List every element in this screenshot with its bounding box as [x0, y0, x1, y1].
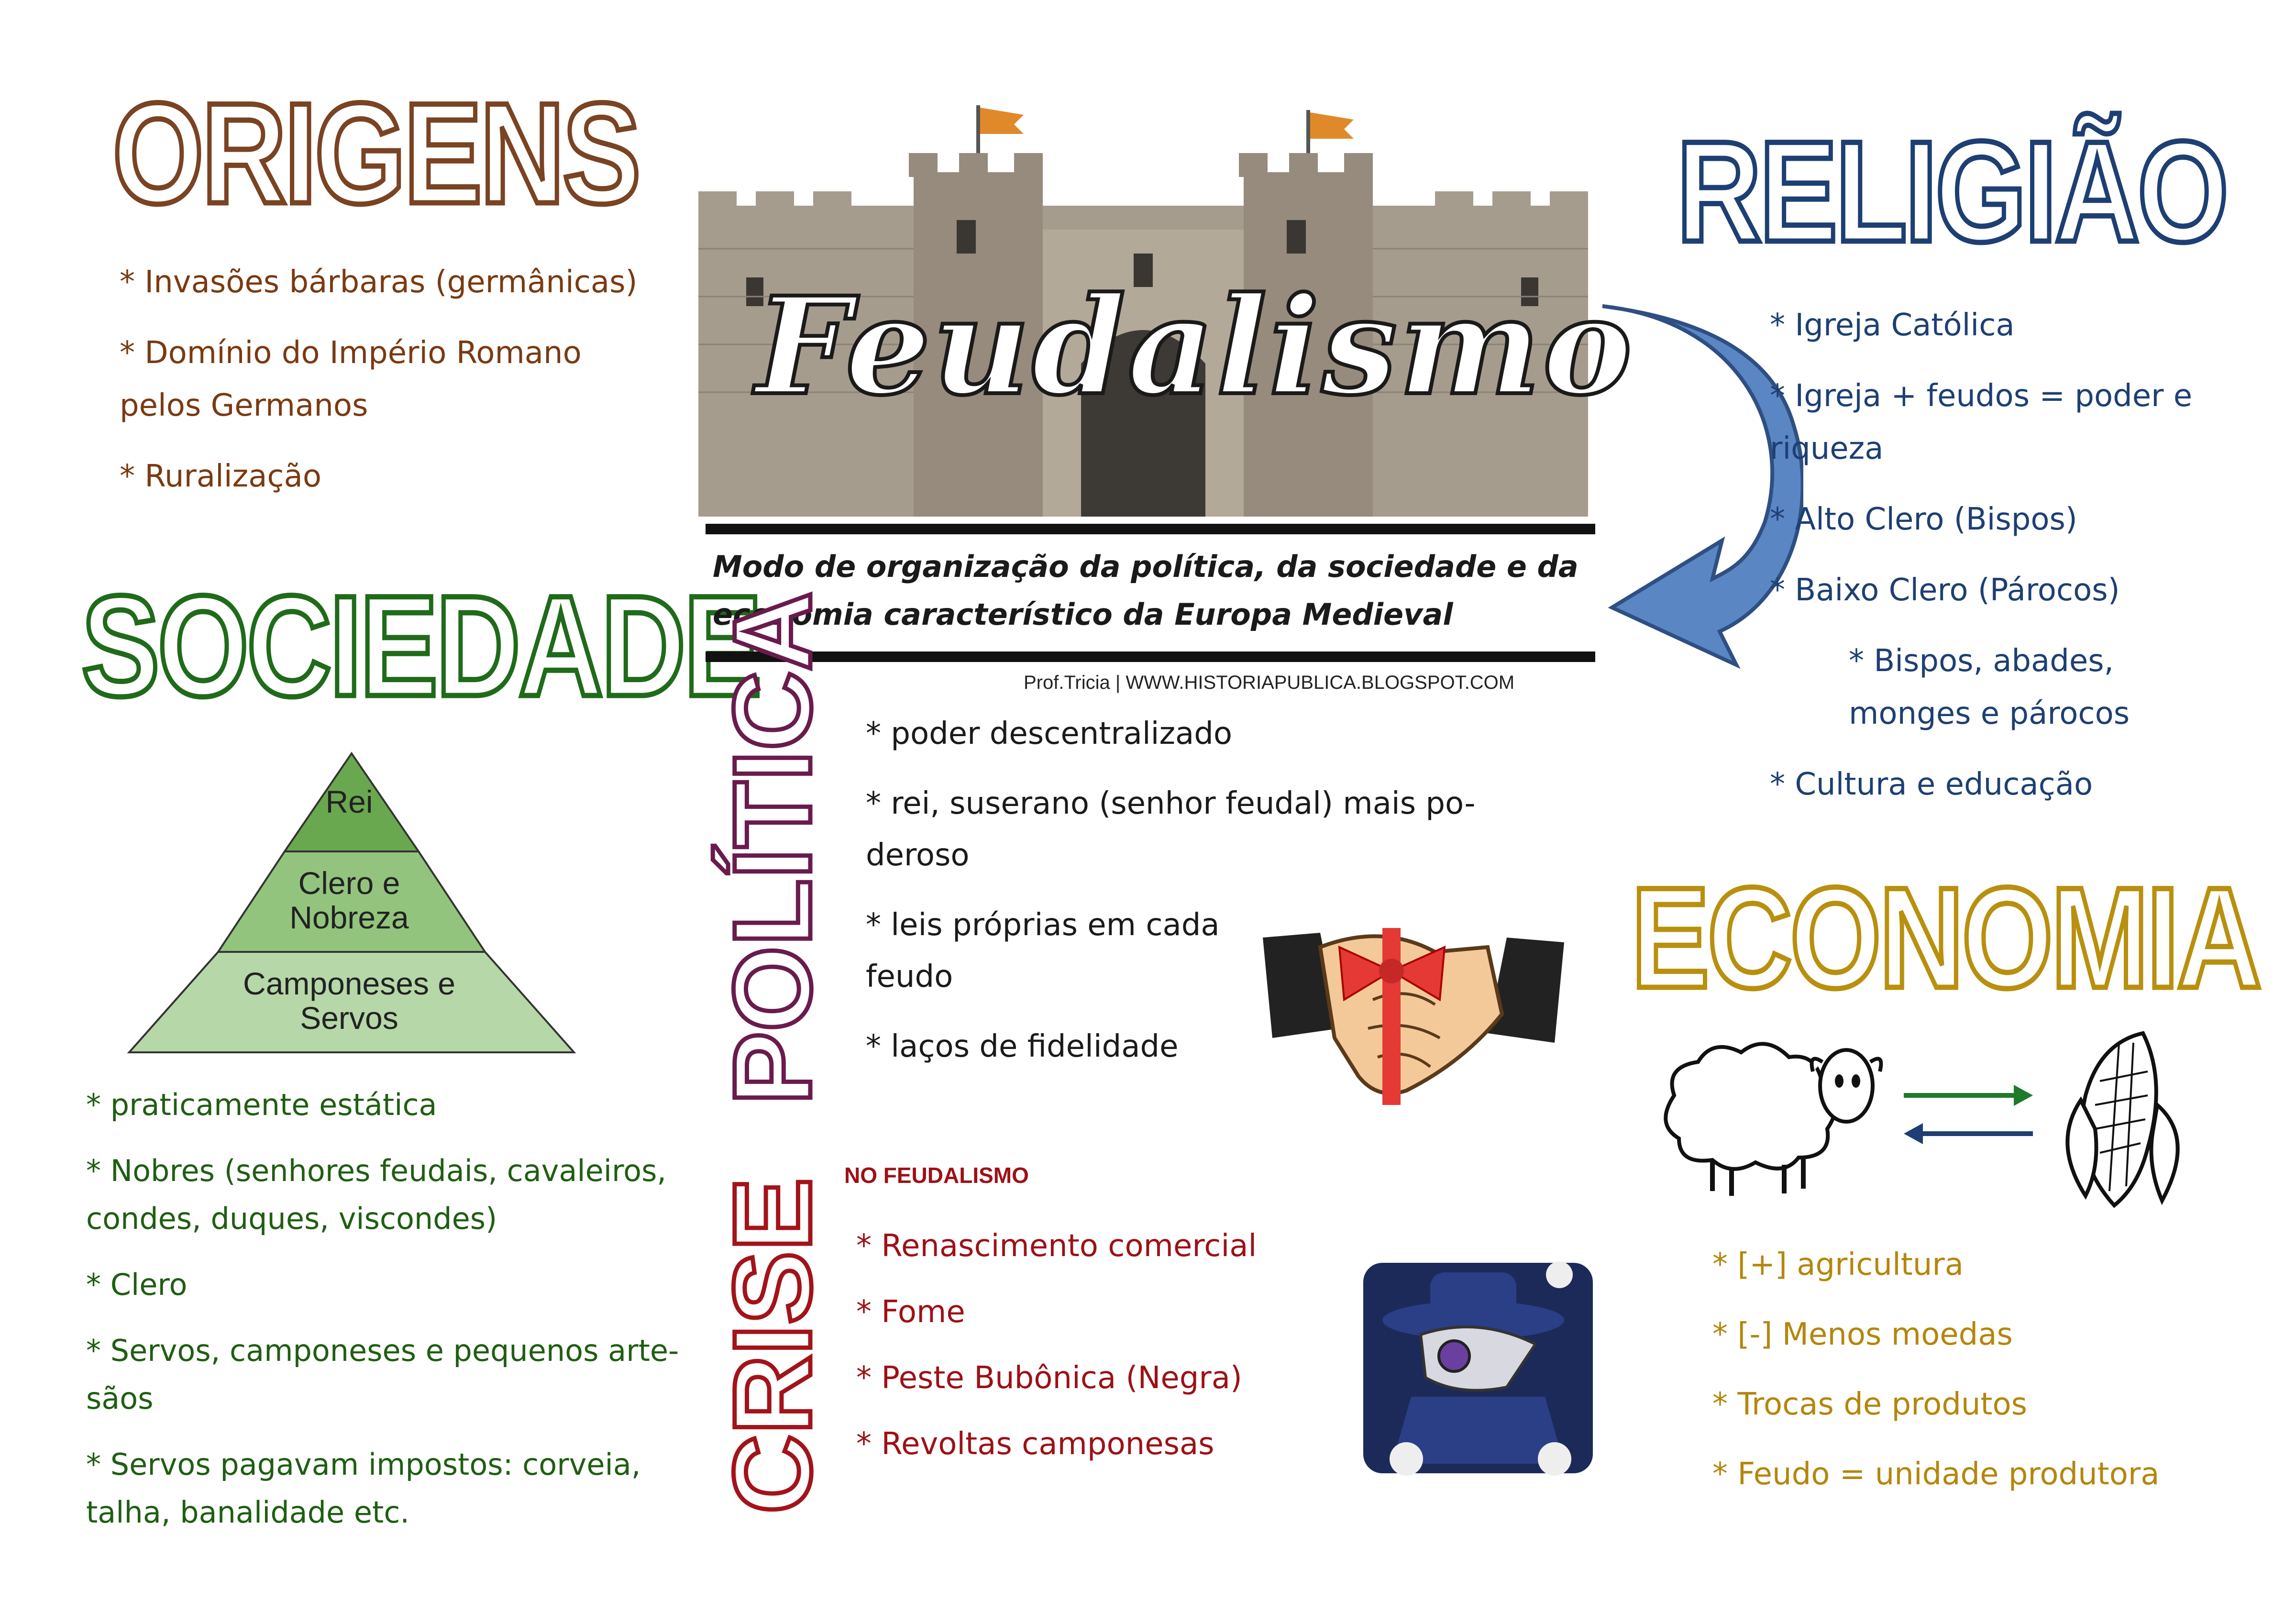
- central-title: Feudalismo: [754, 266, 1634, 427]
- central-subtitle: Modo de organização da política, da soci…: [713, 549, 1578, 632]
- list-item: * Ruralização: [120, 459, 321, 494]
- flag-right: [1310, 112, 1354, 139]
- pyramid-label-rei: Rei: [325, 784, 373, 819]
- crise-list: * Renascimento comercial * Fome * Peste …: [856, 1222, 1335, 1486]
- sheep-icon: [1664, 1042, 1883, 1196]
- sociedade-title: SOCIEDADE: [79, 565, 764, 726]
- list-item: * Revoltas camponesas: [856, 1426, 1214, 1462]
- plague-doctor-icon: [1363, 1261, 1593, 1476]
- crise-title: CRISE: [709, 1176, 836, 1516]
- handshake-icon: [1263, 928, 1564, 1105]
- politica-title: POLÍTICA: [709, 589, 836, 1107]
- sociedade-list: * praticamente estática * Nobres (senhor…: [86, 1081, 684, 1555]
- exchange-arrows-icon: [1904, 1085, 2033, 1144]
- list-item: * Trocas de produtos: [1712, 1387, 2027, 1422]
- politica-list: * poder descentralizado * rei, suserano …: [866, 708, 1535, 1091]
- origens-list: * Invasões bárbaras (germânicas) * Domín…: [120, 256, 646, 521]
- religiao-title: RELIGIÃO: [1674, 111, 2231, 272]
- list-item: * [+] agricultura: [1712, 1247, 1964, 1282]
- religiao-list: * Igreja Católica * Igreja + feudos = po…: [1770, 299, 2224, 829]
- list-item: * leis próprias em cada feudo: [866, 907, 1220, 994]
- list-item: * laços de fidelidade: [866, 1029, 1179, 1064]
- list-item: * Domínio do Império Romano pelos German…: [120, 335, 582, 423]
- crise-suffix: NO FEUDALISMO: [844, 1163, 1029, 1188]
- divider-top: [706, 524, 1595, 534]
- list-item: * [-] Menos moedas: [1712, 1317, 2013, 1352]
- list-item: * praticamente estática: [86, 1087, 437, 1122]
- castle-illustration: [698, 105, 1588, 517]
- list-item: * Igreja + feudos = poder e riqueza: [1770, 378, 2193, 466]
- list-item: * Igreja Católica: [1770, 308, 2015, 343]
- economia-title: ECONOMIA: [1629, 857, 2264, 1018]
- economia-list: * [+] agricultura * [-] Menos moedas * T…: [1712, 1239, 2263, 1518]
- list-item: * Peste Bubônica (Negra): [856, 1360, 1242, 1396]
- list-item: * Servos, camponeses e pequenos arte-são…: [86, 1333, 679, 1416]
- list-item: * Renascimento comercial: [856, 1228, 1257, 1264]
- society-pyramid: [127, 751, 576, 1053]
- list-item: * Nobres (senhores feudais, cavaleiros, …: [86, 1153, 667, 1236]
- list-item: * Cultura e educação: [1770, 767, 2093, 802]
- list-item: * Invasões bárbaras (germânicas): [120, 265, 638, 300]
- list-item: * poder descentralizado: [866, 716, 1233, 751]
- flag-left: [980, 108, 1024, 134]
- pyramid-label-camponeses: Camponeses e Servos: [243, 966, 455, 1036]
- pyramid-tier-camponeses: [127, 951, 576, 1053]
- list-item: * Servos pagavam impostos: corveia, talh…: [86, 1447, 641, 1530]
- list-item: * Feudo = unidade produtora: [1712, 1457, 2160, 1492]
- corn-icon: [2065, 1031, 2180, 1208]
- origens-title: ORIGENS: [110, 73, 643, 233]
- list-item: * Fome: [856, 1294, 965, 1330]
- pyramid-label-clero-nobreza: Clero e Nobreza: [289, 865, 409, 935]
- list-item: * Bispos, abades, monges e párocos: [1849, 643, 2130, 731]
- list-item: * Alto Clero (Bispos): [1770, 502, 2077, 537]
- divider-bottom: [706, 651, 1595, 662]
- curved-arrow-icon: [1602, 304, 1803, 669]
- credit: Prof.Tricia | WWW.HISTORIAPUBLICA.BLOGSP…: [1024, 672, 1515, 693]
- list-item: * Baixo Clero (Párocos): [1770, 573, 2120, 608]
- list-item: * rei, suserano (senhor feudal) mais po-…: [866, 786, 1476, 873]
- list-item: * Clero: [86, 1267, 188, 1302]
